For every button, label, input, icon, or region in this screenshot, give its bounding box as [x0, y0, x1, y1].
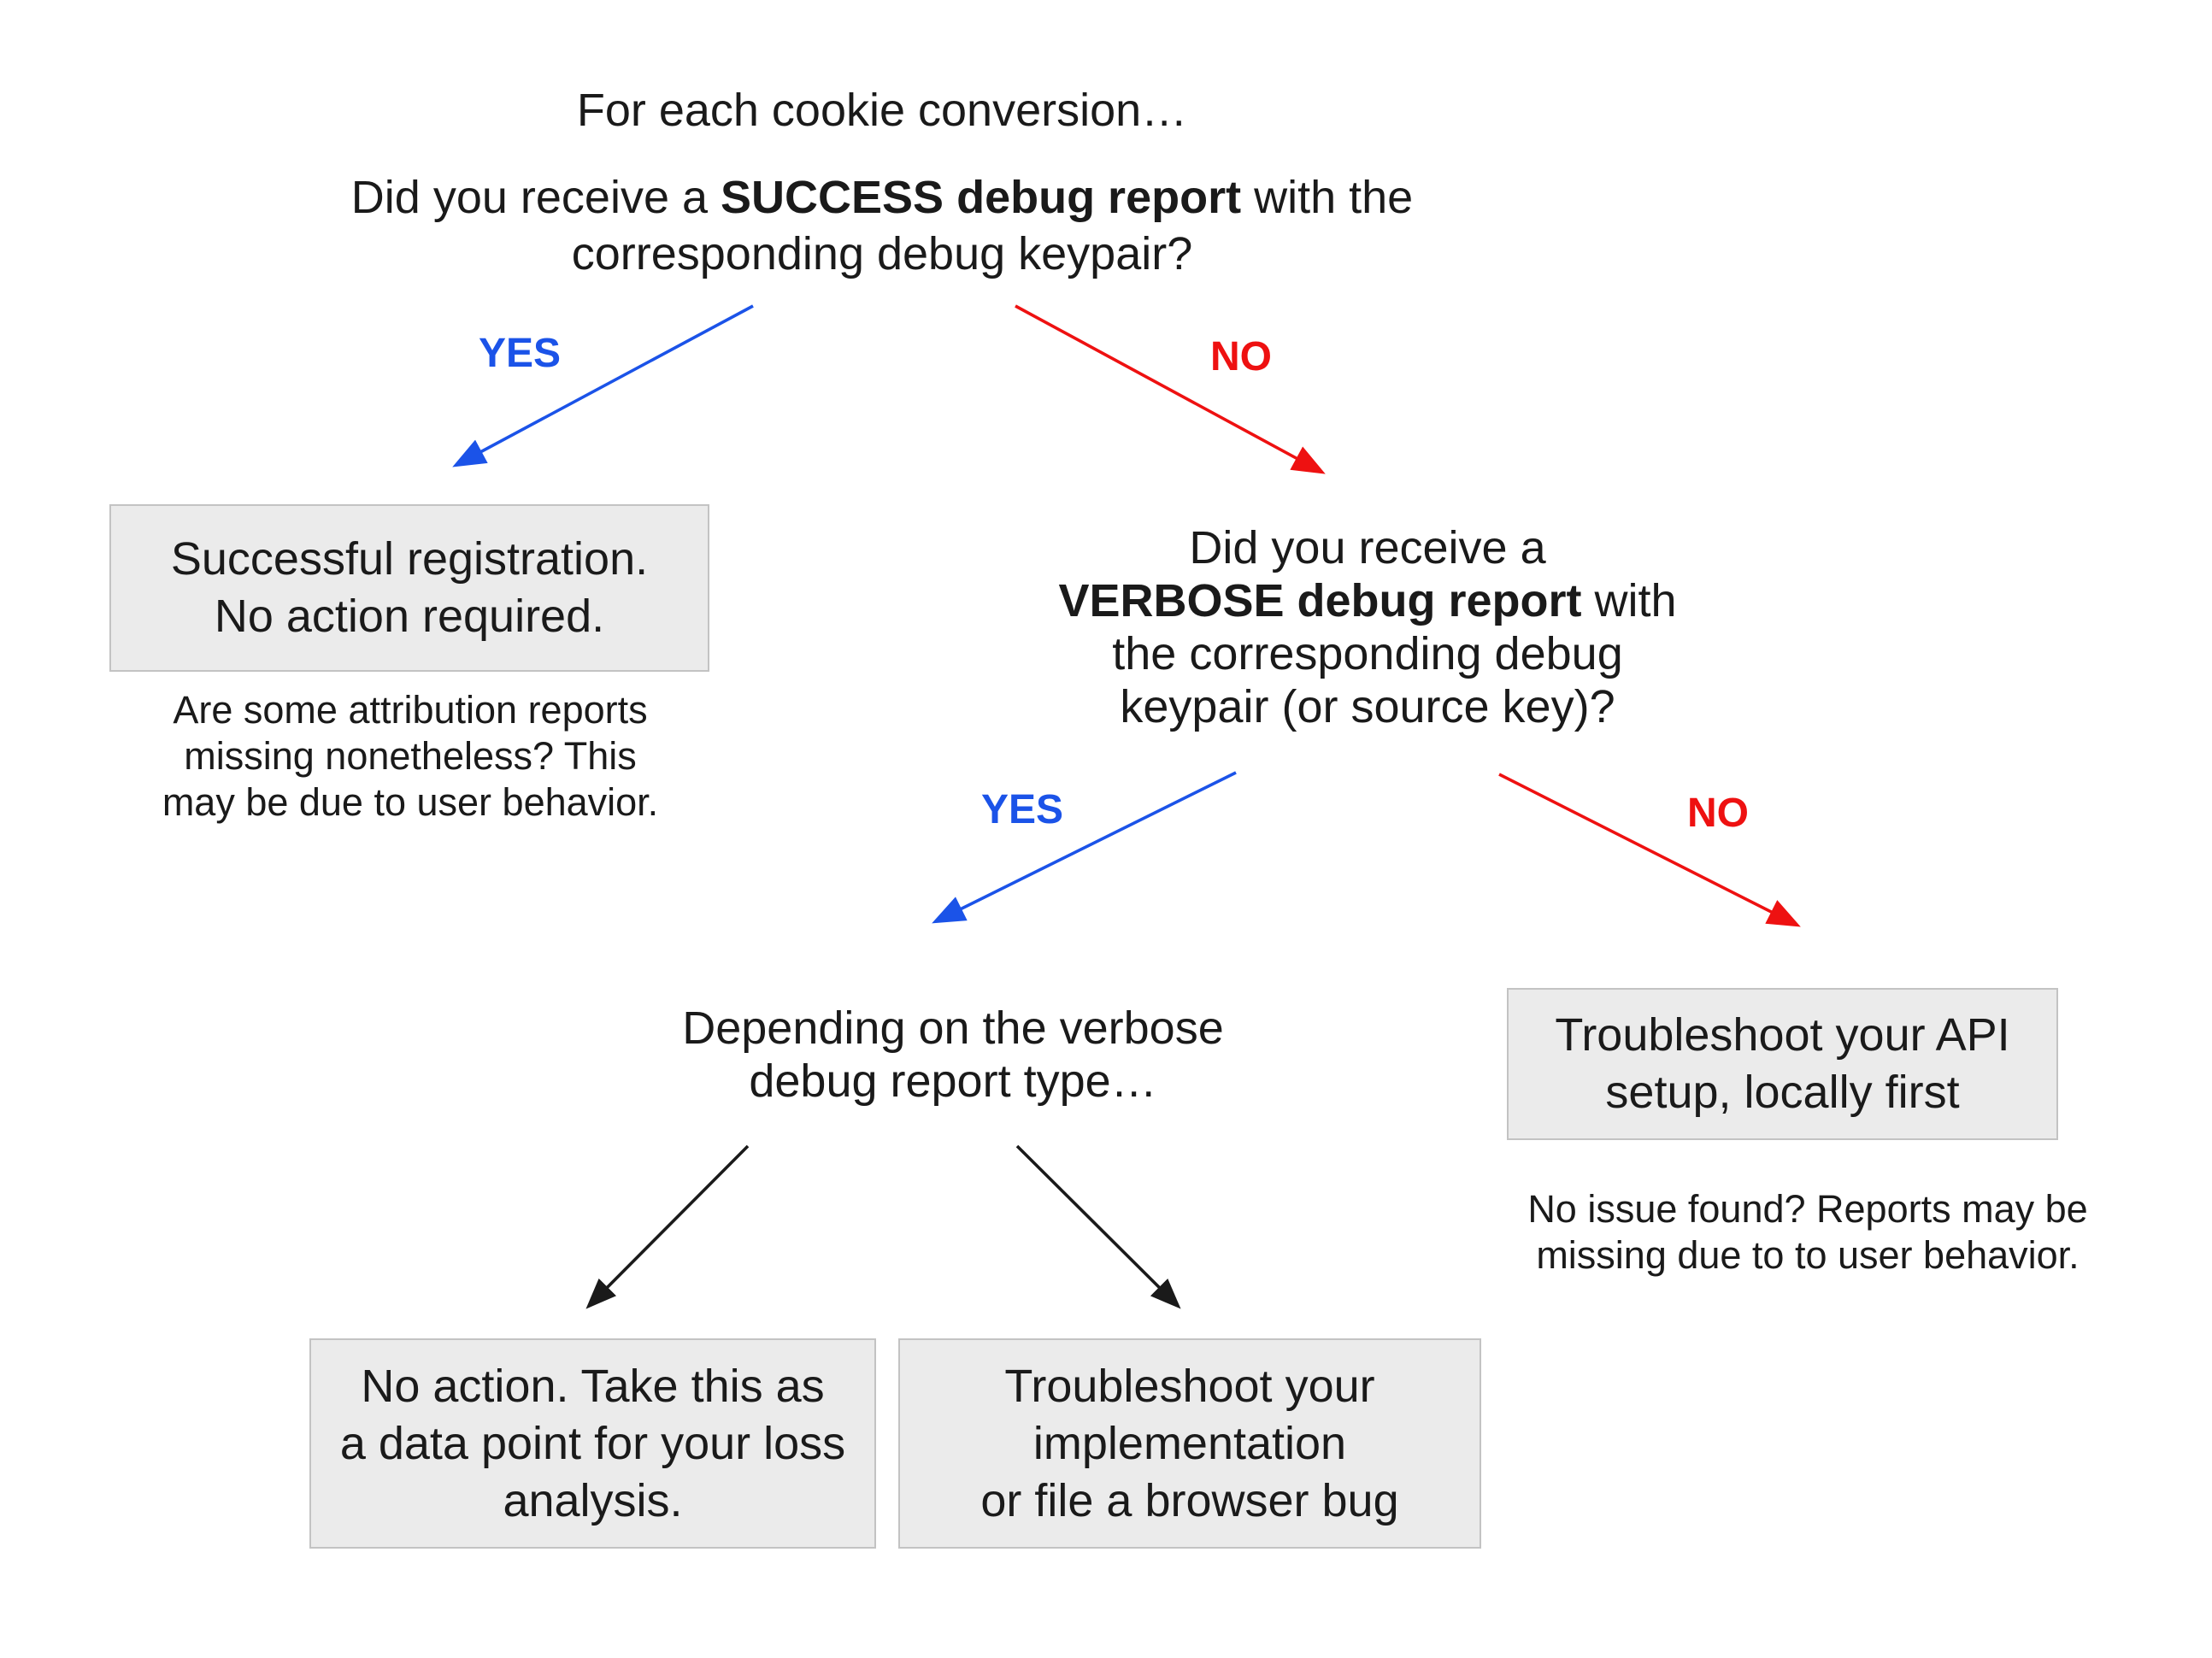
verbose-question-line2: VERBOSE debug report with	[1058, 575, 1677, 626]
no-label-1: NO	[1210, 334, 1272, 379]
implementation-box-text: Troubleshoot your implementation or file…	[980, 1360, 1399, 1526]
root-question: For each cookie conversion… Did you rece…	[241, 82, 1523, 282]
verbose-type-label: Depending on the verbose debug report ty…	[682, 1002, 1224, 1107]
success-box: Successful registration. No action requi…	[109, 504, 709, 672]
implementation-box: Troubleshoot your implementation or file…	[898, 1338, 1481, 1549]
no-arrow-1	[1015, 304, 1326, 474]
root-question-line1: Did you receive a SUCCESS debug report w…	[350, 172, 1414, 223]
branch-arrow-left	[585, 1144, 750, 1309]
loss-analysis-box: No action. Take this as a data point for…	[309, 1338, 876, 1549]
success-note: Are some attribution reports missing non…	[162, 688, 659, 824]
verbose-question-line3: the corresponding debug	[1112, 628, 1623, 679]
verbose-question-line1: Did you receive a	[1189, 522, 1546, 573]
verbose-question: Did you receive a VERBOSE debug report w…	[983, 521, 1752, 733]
api-note: No issue found? Reports may be missing d…	[1527, 1187, 2088, 1277]
success-box-text: Successful registration. No action requi…	[170, 533, 649, 642]
api-troubleshoot-box-text: Troubleshoot your API setup, locally fir…	[1555, 1009, 2010, 1118]
loss-analysis-box-text: No action. Take this as a data point for…	[339, 1360, 846, 1526]
verbose-question-line4: keypair (or source key)?	[1120, 681, 1615, 732]
api-troubleshoot-box: Troubleshoot your API setup, locally fir…	[1507, 988, 2058, 1140]
branch-arrow-right	[1015, 1144, 1181, 1309]
root-question-line2: corresponding debug keypair?	[571, 228, 1193, 279]
yes-label-1: YES	[478, 331, 562, 376]
root-question-intro: For each cookie conversion…	[576, 85, 1188, 136]
no-label-2: NO	[1687, 791, 1749, 836]
yes-label-2: YES	[980, 787, 1064, 832]
